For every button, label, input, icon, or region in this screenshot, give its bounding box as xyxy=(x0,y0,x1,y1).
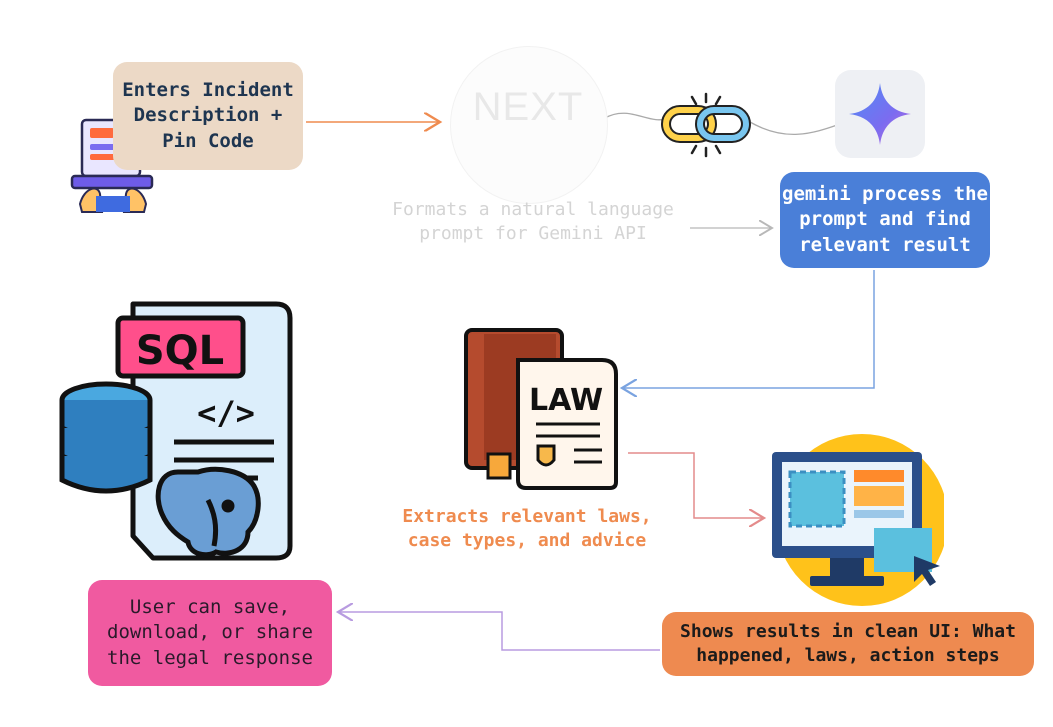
code-brackets-label: </> xyxy=(197,394,255,432)
gemini-process-label: gemini process the prompt and find relev… xyxy=(782,182,988,256)
enter-incident-box: Enters Incident Description + Pin Code xyxy=(113,62,303,170)
extract-laws-caption: Extracts relevant laws, case types, and … xyxy=(402,506,652,552)
law-book-icon: LAW xyxy=(464,328,618,490)
sql-label: SQL xyxy=(136,328,224,374)
format-prompt-caption: Formats a natural language prompt for Ge… xyxy=(392,199,674,245)
save-share-box: User can save, download, or share the le… xyxy=(88,580,332,686)
shows-results-box: Shows results in clean UI: What happened… xyxy=(662,612,1034,676)
nextjs-logo-icon xyxy=(450,46,608,204)
gemini-process-box: gemini process the prompt and find relev… xyxy=(780,172,990,268)
enter-incident-label: Enters Incident Description + Pin Code xyxy=(122,78,294,152)
chain-link-icon xyxy=(661,92,751,158)
monitor-ui-icon xyxy=(772,434,944,606)
shows-results-label: Shows results in clean UI: What happened… xyxy=(680,620,1016,666)
arrow-law-to-screen xyxy=(628,452,764,518)
sql-database-icon: SQL </> xyxy=(59,301,293,561)
save-share-label: User can save, download, or share the le… xyxy=(107,595,313,669)
arrow-gemini-to-law xyxy=(622,270,875,388)
gemini-star-icon xyxy=(849,83,911,145)
arrow-shows-to-save xyxy=(338,612,660,651)
nextjs-logo-label: NEXT xyxy=(472,85,584,129)
line-link-to-gemini xyxy=(749,121,841,135)
law-label: LAW xyxy=(529,383,603,418)
